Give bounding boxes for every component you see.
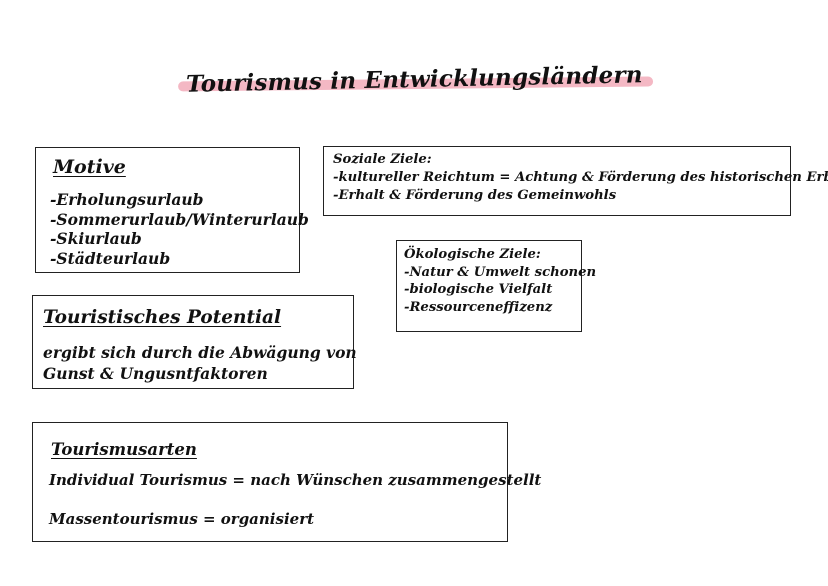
motive-item: -Sommerurlaub/Winterurlaub — [50, 209, 309, 229]
oekologische-ziele-item: -Ressourceneffizenz — [404, 299, 553, 315]
potential-text: ergibt sich durch die Abwägung von Gunst… — [43, 342, 357, 384]
potential-line: ergibt sich durch die Abwägung von — [43, 343, 357, 362]
tourismusarten-heading: Tourismusarten — [51, 440, 197, 459]
oekologische-ziele-item: -Natur & Umwelt schonen — [404, 264, 597, 280]
page-title-text: Tourismus in Entwicklungsländern — [181, 61, 646, 98]
motive-box: Motive -Erholungsurlaub -Sommerurlaub/Wi… — [35, 147, 309, 273]
soziale-ziele-text: Soziale Ziele: -kultureller Reichtum = A… — [333, 151, 828, 205]
oekologische-ziele-item: -biologische Vielfalt — [404, 282, 553, 298]
oekologische-ziele-box: Ökologische Ziele: -Natur & Umwelt schon… — [396, 240, 596, 332]
potential-heading: Touristisches Potential — [43, 307, 282, 328]
oekologische-ziele-heading: Ökologische Ziele: — [404, 247, 541, 262]
motive-list: -Erholungsurlaub -Sommerurlaub/Winterurl… — [50, 190, 309, 268]
motive-item: -Skiurlaub — [50, 229, 142, 248]
soziale-ziele-item: -kultureller Reichtum = Achtung & Förder… — [333, 170, 828, 185]
motive-item: -Städteurlaub — [50, 248, 171, 268]
tourismusarten-massen: Massentourismus = organisiert — [49, 510, 315, 528]
soziale-ziele-heading: Soziale Ziele: — [333, 152, 432, 167]
tourismusarten-individual: Individual Tourismus = nach Wünschen zus… — [49, 471, 542, 489]
motive-heading: Motive — [53, 156, 126, 178]
soziale-ziele-item: -Erhalt & Förderung des Gemeinwohls — [333, 188, 617, 203]
tourismusarten-box: Tourismusarten Individual Tourismus = na… — [32, 422, 541, 542]
touristisches-potential-box: Touristisches Potential ergibt sich durc… — [32, 295, 357, 389]
potential-line: Gunst & Ungusntfaktoren — [43, 364, 268, 383]
oekologische-ziele-text: Ökologische Ziele: -Natur & Umwelt schon… — [404, 246, 596, 316]
page-title: Tourismus in Entwicklungsländern — [0, 61, 828, 98]
soziale-ziele-box: Soziale Ziele: -kultureller Reichtum = A… — [323, 146, 828, 216]
motive-item: -Erholungsurlaub — [50, 190, 204, 209]
